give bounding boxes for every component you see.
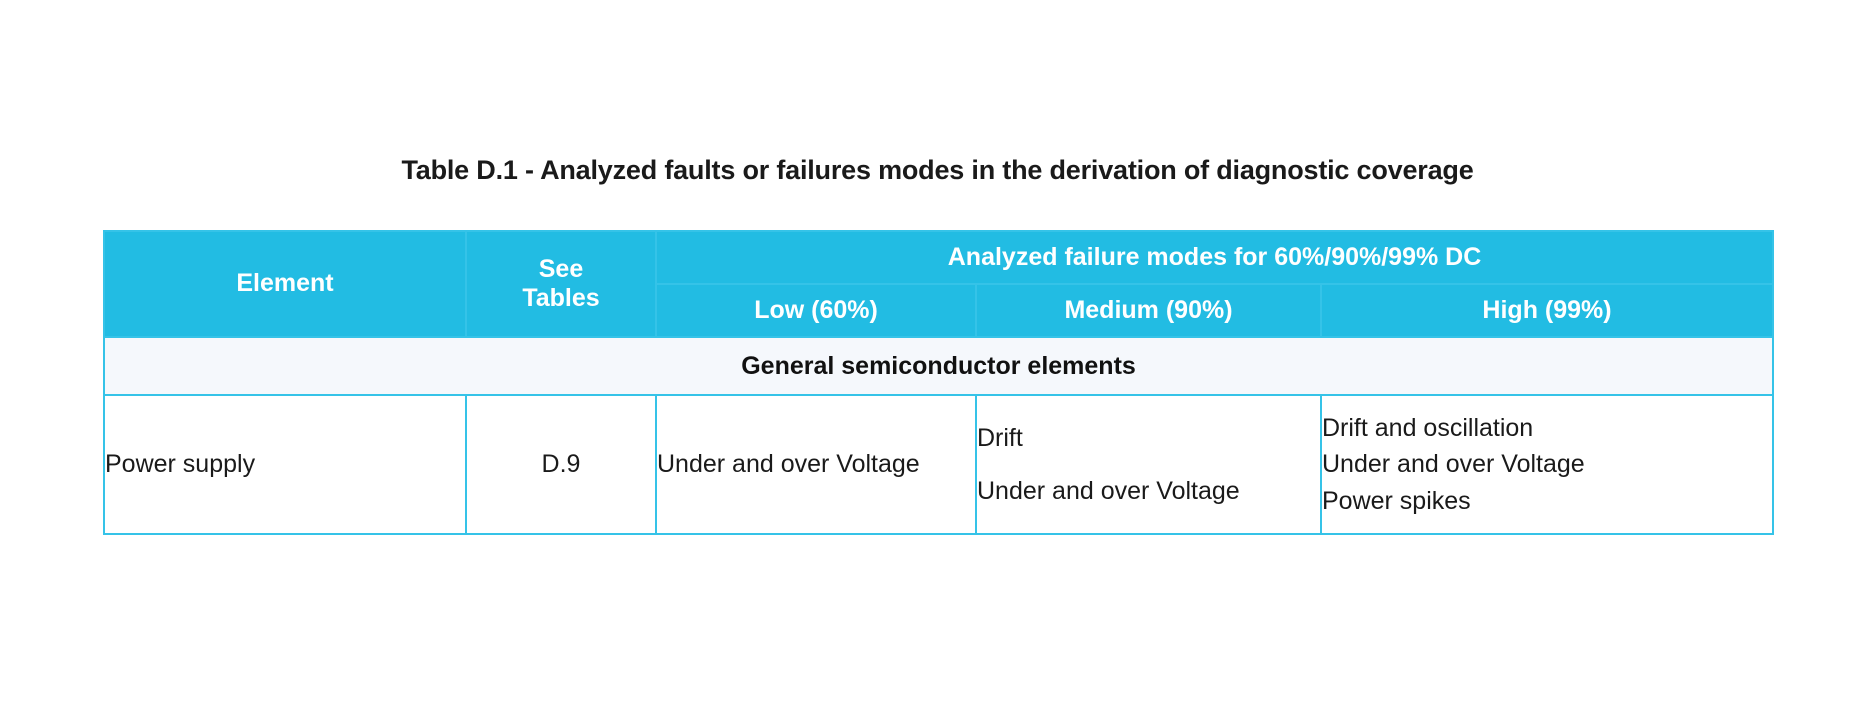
mode-item: Under and over Voltage bbox=[657, 450, 920, 479]
cell-high: Drift and oscillation Under and over Vol… bbox=[1319, 394, 1775, 535]
mode-list-high: Drift and oscillation Under and over Vol… bbox=[1322, 413, 1772, 517]
mode-item: Under and over Voltage bbox=[1322, 450, 1585, 479]
header-medium: Medium (90%) bbox=[975, 283, 1322, 338]
header-element: Element bbox=[103, 230, 467, 338]
table-header-row-sub: Low (60%) Medium (90%) High (99%) bbox=[104, 283, 1775, 338]
header-see-tables-line1: See bbox=[538, 254, 584, 283]
cell-medium: Drift Under and over Voltage bbox=[975, 394, 1322, 535]
header-see-tables: See Tables bbox=[465, 230, 657, 338]
table-header-row-primary: Element See Tables Analyzed failure mode… bbox=[103, 230, 1775, 338]
header-analyzed-failure-modes: Analyzed failure modes for 60%/90%/99% D… bbox=[654, 230, 1775, 285]
fault-modes-table: Element See Tables Analyzed failure mode… bbox=[102, 230, 1775, 535]
section-label-general-semiconductor-elements: General semiconductor elements bbox=[102, 336, 1775, 396]
cell-element: Power supply bbox=[103, 394, 467, 535]
mode-item: Drift bbox=[977, 424, 1023, 452]
mode-list-medium: Drift Under and over Voltage bbox=[977, 423, 1320, 506]
header-high: High (99%) bbox=[1319, 283, 1775, 338]
cell-low: Under and over Voltage bbox=[655, 394, 977, 535]
mode-item: Drift and oscillation bbox=[1322, 413, 1534, 442]
header-see-tables-line2: Tables bbox=[522, 284, 600, 312]
table-row: Power supply D.9 Under and over Voltage … bbox=[103, 394, 1775, 535]
mode-list-low: Under and over Voltage bbox=[657, 449, 975, 480]
page-title: Table D.1 - Analyzed faults or failures … bbox=[401, 155, 1474, 185]
section-label-text: General semiconductor elements bbox=[741, 351, 1136, 380]
header-low: Low (60%) bbox=[655, 283, 977, 338]
cell-see-tables: D.9 bbox=[465, 394, 657, 535]
mode-item: Power spikes bbox=[1322, 486, 1471, 515]
mode-item: Under and over Voltage bbox=[977, 476, 1240, 505]
section-header-row: General semiconductor elements bbox=[102, 336, 1775, 396]
